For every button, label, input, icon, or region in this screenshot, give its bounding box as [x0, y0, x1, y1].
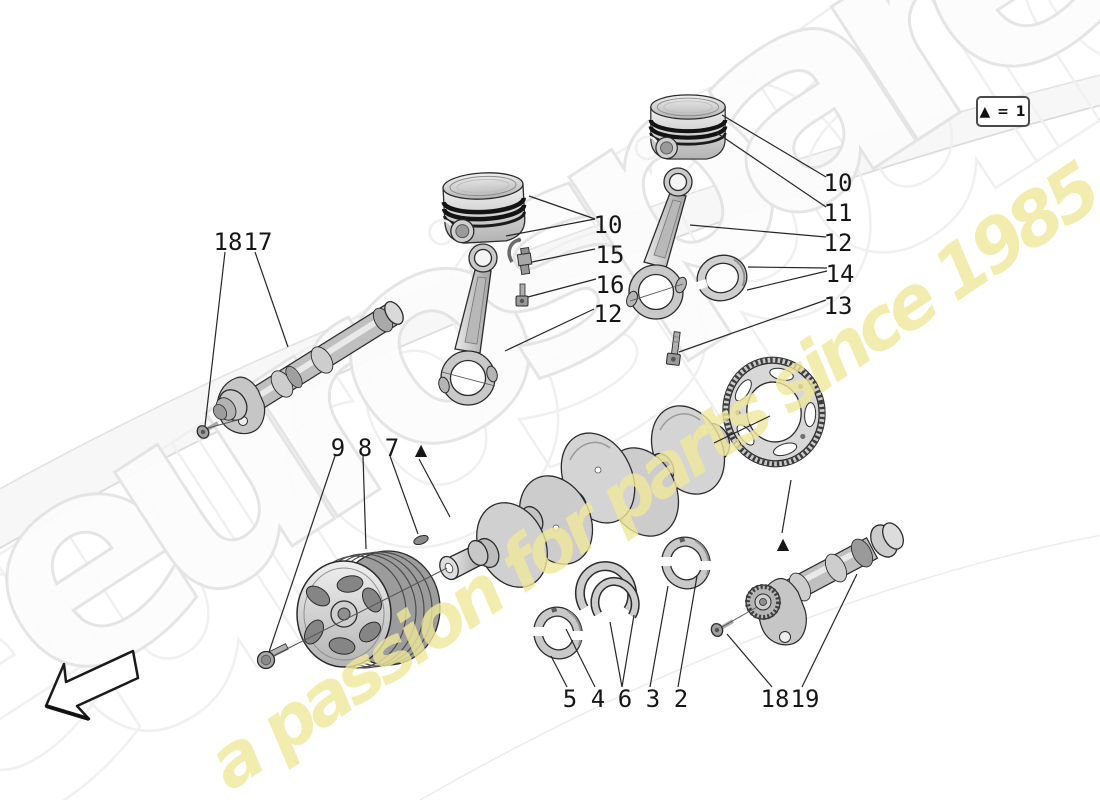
- rod-bolt: [665, 331, 681, 366]
- quantity-marker-gear: ▲: [777, 534, 790, 553]
- leader-lines: [204, 114, 858, 688]
- direction-arrow-shadow: [45, 704, 90, 721]
- balance-shaft-left: [212, 301, 404, 435]
- callout-4: 4: [591, 685, 605, 713]
- thrust-washers: [574, 561, 640, 619]
- callout-labels: 10 11 12 14 13 10 15 16 12 18 17 9 8 7 ▲…: [214, 169, 855, 713]
- legend-box: ▲ = 1: [976, 96, 1030, 127]
- callout-14: 14: [826, 260, 855, 288]
- callout-16: 16: [596, 271, 625, 299]
- callout-9: 9: [331, 434, 345, 462]
- callout-12-left: 12: [594, 300, 623, 328]
- callout-2: 2: [674, 685, 688, 713]
- crankshaft: [439, 405, 731, 588]
- callout-19: 19: [791, 685, 820, 713]
- rod-bearing-shell-ring: [695, 254, 748, 302]
- pulley-bolt: [256, 643, 289, 670]
- connecting-rod-right: [626, 167, 693, 320]
- callout-13: 13: [824, 292, 853, 320]
- main-bearing-shells-front: [523, 598, 593, 667]
- oil-nozzle-bolt: [515, 283, 529, 307]
- callout-10-left: 10: [594, 211, 623, 239]
- callout-6: 6: [618, 685, 632, 713]
- callout-3: 3: [646, 685, 660, 713]
- balance-shaft-bolt-right: [710, 619, 735, 638]
- main-bearing-shells-rear: [651, 528, 721, 597]
- oil-nozzle: [507, 237, 533, 276]
- callout-17: 17: [244, 228, 273, 256]
- timing-gear-wheel: [722, 356, 826, 468]
- callout-10-right: 10: [824, 169, 853, 197]
- crankshaft-pulley: [296, 550, 441, 669]
- callout-12-right: 12: [824, 229, 853, 257]
- callout-18-left: 18: [214, 228, 243, 256]
- connecting-rod-left: [438, 243, 498, 406]
- woodruff-key: [413, 534, 429, 546]
- callout-8: 8: [358, 434, 372, 462]
- legend-text: ▲ = 1: [979, 103, 1027, 120]
- callout-11: 11: [824, 199, 853, 227]
- callout-18-right: 18: [761, 685, 790, 713]
- callout-7: 7: [385, 434, 399, 462]
- quantity-marker-crank: ▲: [415, 440, 428, 459]
- balance-shaft-right: [745, 522, 904, 646]
- callout-15: 15: [596, 241, 625, 269]
- callout-5: 5: [563, 685, 577, 713]
